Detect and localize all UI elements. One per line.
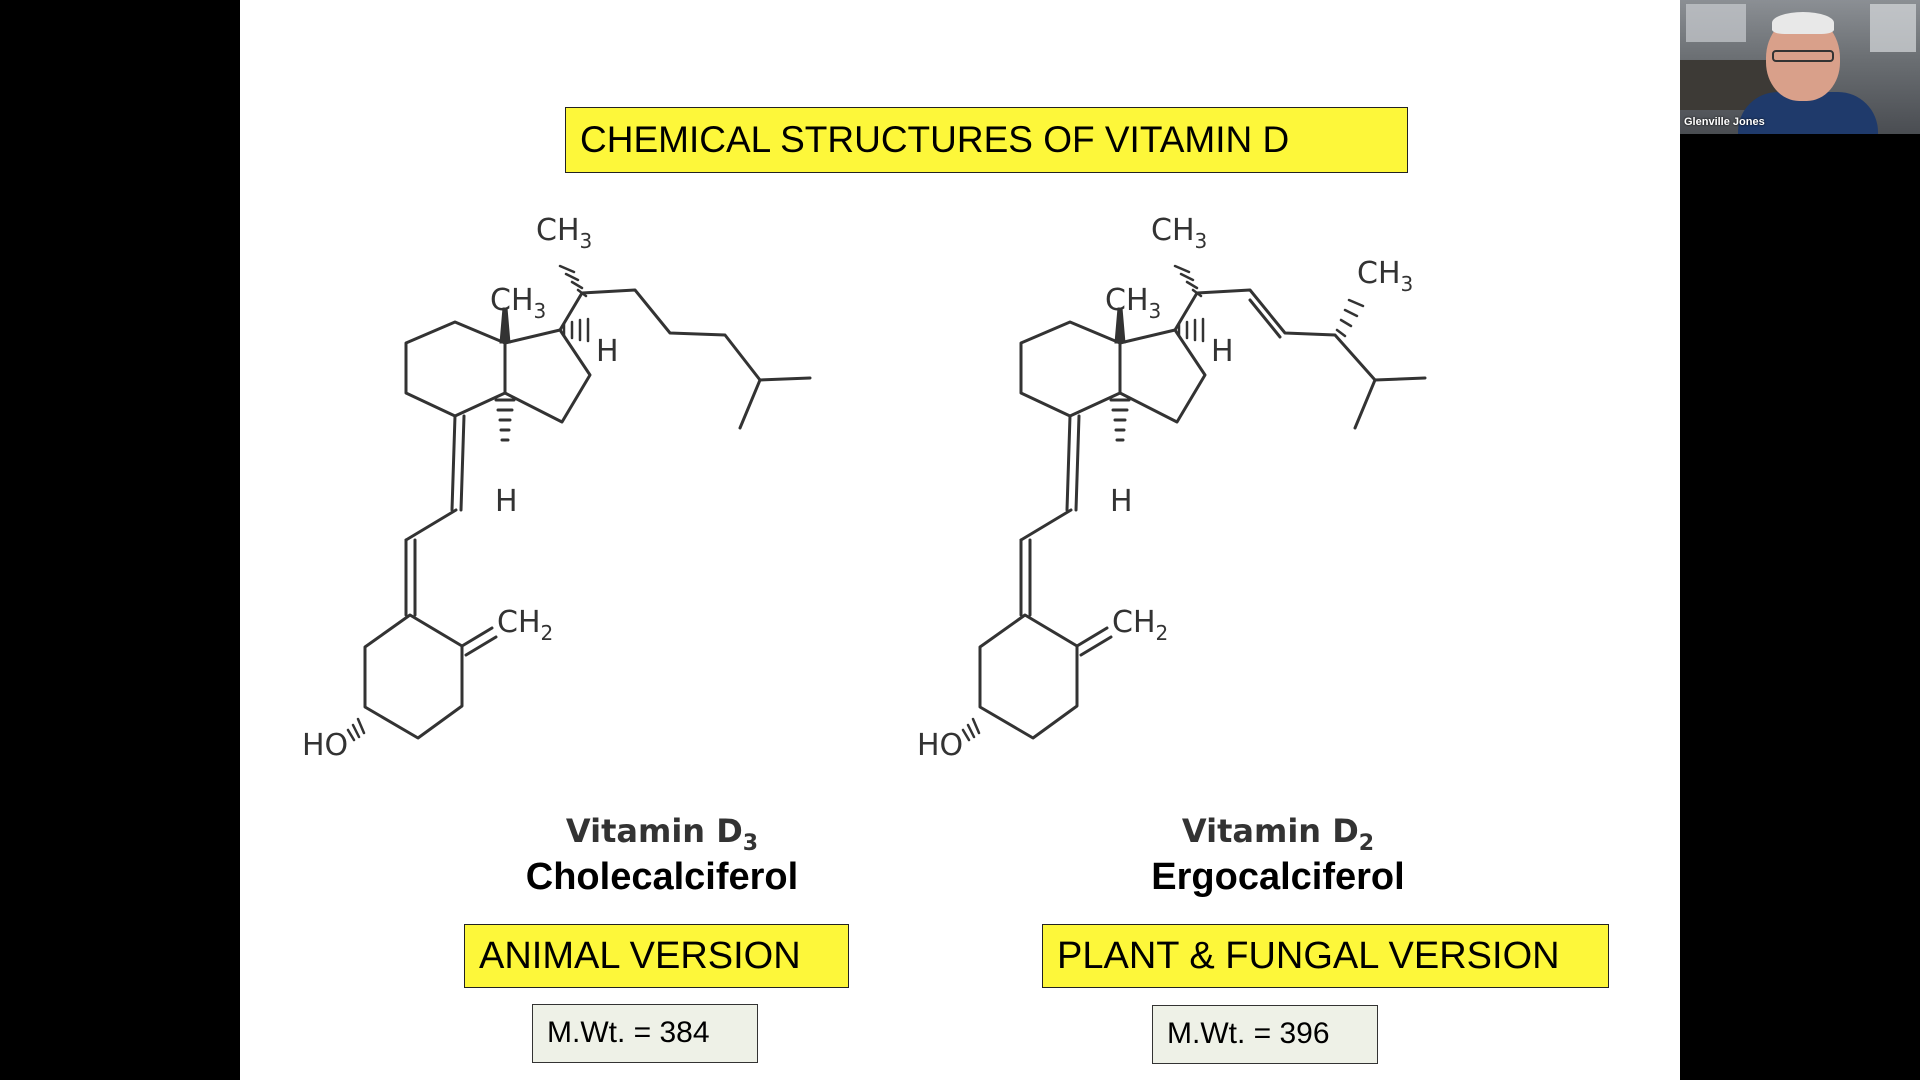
h-right-label: H: [1211, 334, 1234, 369]
participant-video-tile[interactable]: Glenville Jones: [1680, 0, 1920, 134]
ergocalciferol-label: Ergocalciferol: [1151, 856, 1405, 898]
ch2-label: CH2: [497, 605, 553, 645]
participant-glasses: [1772, 50, 1834, 62]
ch3-top-label: CH3: [1151, 213, 1207, 253]
h-bottom-label: H: [1110, 484, 1133, 519]
participant-hair: [1772, 12, 1834, 34]
slide-title: CHEMICAL STRUCTURES OF VITAMIN D: [565, 107, 1408, 173]
ch3-side-label: CH3: [1357, 256, 1413, 296]
h-right-label: H: [596, 334, 619, 369]
presentation-slide: CHEMICAL STRUCTURES OF VITAMIN D: [240, 0, 1680, 1080]
background-window: [1686, 4, 1746, 42]
participant-name-label: Glenville Jones: [1684, 116, 1765, 128]
h-bottom-label: H: [495, 484, 518, 519]
background-window: [1870, 4, 1916, 52]
ho-label: HO: [917, 728, 963, 763]
ch3-top-label: CH3: [536, 213, 592, 253]
vitamin-d2-label: Vitamin D2: [1181, 812, 1375, 856]
mwt-d2-box: M.Wt. = 396: [1152, 1005, 1378, 1064]
vitamin-d3-structure: CH3 CH3 H H CH2 HO: [302, 213, 812, 763]
ch3-ring-label: CH3: [1105, 283, 1161, 323]
vitamin-d2-structure: CH3 CH3 CH3 H H CH2 HO: [917, 213, 1427, 763]
cholecalciferol-label: Cholecalciferol: [525, 856, 799, 898]
ch3-ring-label: CH3: [490, 283, 546, 323]
ho-label: HO: [302, 728, 348, 763]
mwt-d3-box: M.Wt. = 384: [532, 1004, 758, 1063]
vitamin-d3-label: Vitamin D3: [565, 812, 759, 856]
ch2-label: CH2: [1112, 605, 1168, 645]
animal-version-box: ANIMAL VERSION: [464, 924, 849, 988]
plant-fungal-version-box: PLANT & FUNGAL VERSION: [1042, 924, 1609, 988]
